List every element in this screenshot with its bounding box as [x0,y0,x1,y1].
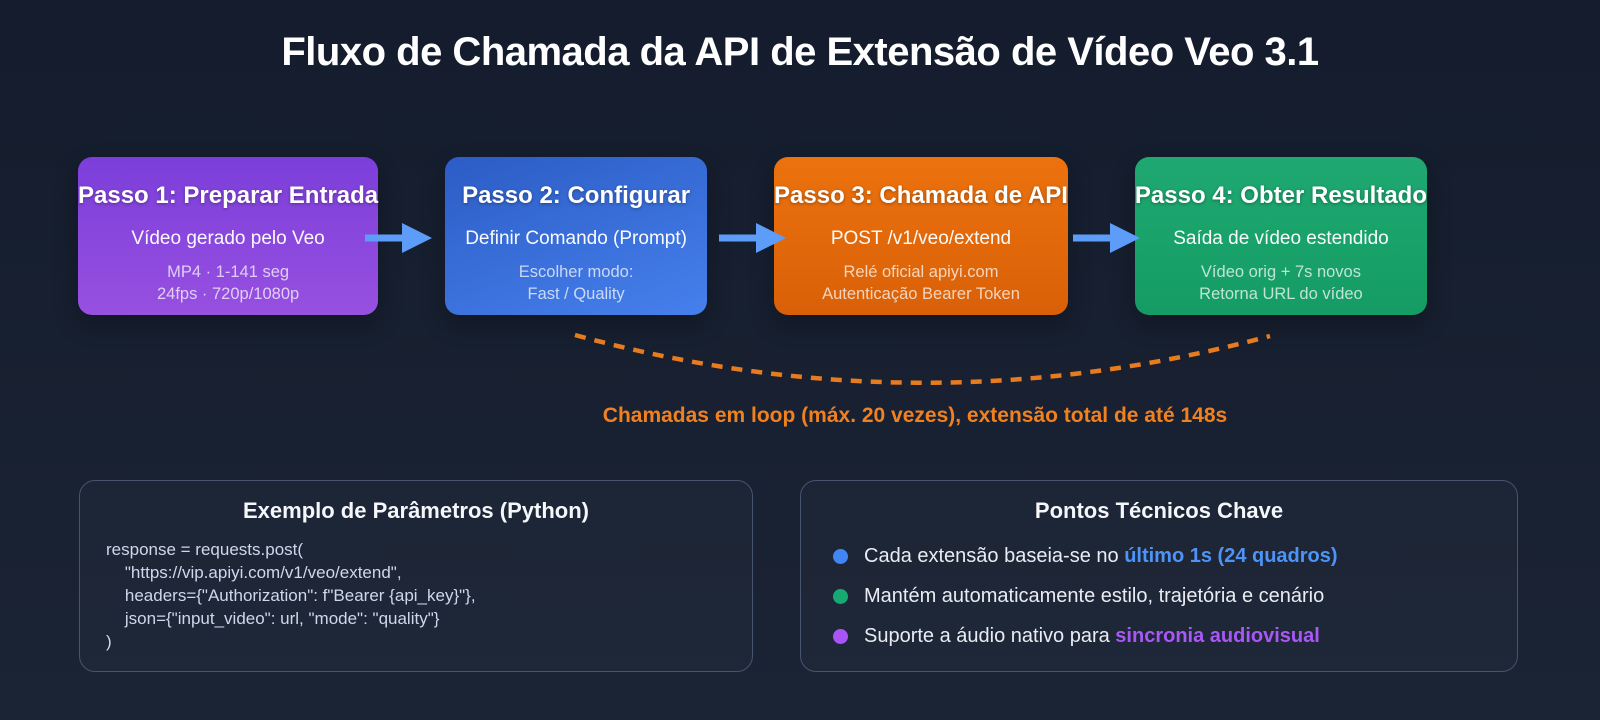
bullet-3-highlight: sincronia audiovisual [1115,625,1320,647]
points-panel-title: Pontos Técnicos Chave [1034,498,1284,523]
step-1-title: Passo 1: Preparar Entrada [78,182,379,209]
bullet-item-1: Cada extensão baseia-se no último 1s (24… [833,543,1517,569]
flow-arrow-icon-3 [1073,223,1140,253]
flow-arrow-icon-1 [365,223,432,253]
bullet-item-2: Mantém automaticamente estilo, trajetóri… [833,583,1517,609]
bullet-list: Cada extensão baseia-se no último 1s (24… [833,543,1517,649]
code-example-panel: Exemplo de Parâmetros (Python) response … [79,480,753,672]
bullet-3-text: Suporte a áudio nativo para sincronia au… [864,625,1320,647]
step-box-3: Passo 3: Chamada de API POST /v1/veo/ext… [774,157,1068,315]
step-3-detail-1: Relé oficial apiyi.com [843,263,999,281]
page-title: Fluxo de Chamada da API de Extensão de V… [281,30,1319,74]
bullet-1-text: Cada extensão baseia-se no último 1s (24… [864,545,1338,567]
green-bullet-icon [833,588,848,604]
loop-label: Chamadas em loop (máx. 20 vezes), extens… [602,404,1228,427]
step-2-title: Passo 2: Configurar [462,182,691,209]
step-box-2: Passo 2: Configurar Definir Comando (Pro… [445,157,708,315]
loop-dashed-arc [574,332,1271,385]
step-3-subtitle: POST /v1/veo/extend [830,228,1012,249]
step-2-subtitle: Definir Comando (Prompt) [465,228,687,249]
flow-arrow-icon-2 [719,223,786,253]
step-1-detail-1: MP4 · 1-141 seg [167,263,290,281]
step-1-subtitle: Vídeo gerado pelo Veo [131,228,325,249]
bullet-2-text: Mantém automaticamente estilo, trajetóri… [864,585,1325,607]
flow-diagram: Passo 1: Preparar Entrada Vídeo gerado p… [78,157,1427,315]
step-3-detail-2: Autenticação Bearer Token [822,285,1020,303]
step-2-detail-1: Escolher modo: [518,263,634,281]
step-4-title: Passo 4: Obter Resultado [1134,182,1427,209]
bullet-1-highlight: último 1s (24 quadros) [1124,545,1338,567]
python-code-block: response = requests.post( "https://vip.a… [106,540,476,651]
blue-bullet-icon [833,548,848,564]
key-points-panel: Pontos Técnicos Chave Cada extensão base… [800,480,1518,672]
step-box-1: Passo 1: Preparar Entrada Vídeo gerado p… [78,157,379,315]
purple-bullet-icon [833,628,848,644]
step-4-detail-1: Vídeo orig + 7s novos [1200,263,1361,281]
step-4-detail-2: Retorna URL do vídeo [1199,285,1363,303]
step-4-subtitle: Saída de vídeo estendido [1173,228,1389,249]
code-panel-title: Exemplo de Parâmetros (Python) [243,498,589,523]
step-2-detail-2: Fast / Quality [527,285,625,303]
bullet-item-3: Suporte a áudio nativo para sincronia au… [833,623,1517,649]
step-3-title: Passo 3: Chamada de API [774,182,1068,209]
step-1-detail-2: 24fps · 720p/1080p [156,285,300,303]
step-box-4: Passo 4: Obter Resultado Saída de vídeo … [1134,157,1427,315]
